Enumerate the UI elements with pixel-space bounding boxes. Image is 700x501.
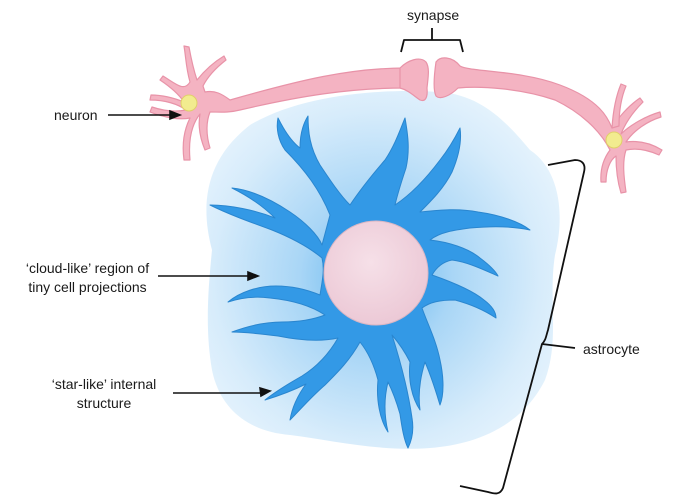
astrocyte-label: astrocyte: [583, 341, 640, 357]
star-arrowhead: [259, 386, 273, 398]
right-neuron-nucleus: [605, 131, 623, 149]
cloud-label-line2: tiny cell projections: [28, 279, 147, 295]
left-neuron-nucleus: [180, 94, 198, 112]
cloud-label: ‘cloud-like’ region of tiny cell project…: [10, 259, 165, 297]
synapse-label: synapse: [407, 7, 460, 23]
synapse-bracket: [400, 28, 464, 53]
cloud-label-line1: ‘cloud-like’ region of: [25, 260, 150, 276]
cloud-arrowhead: [247, 270, 261, 282]
postsynaptic-terminal: [433, 57, 663, 194]
star-label: ‘star-like’ internal structure: [40, 375, 168, 413]
star-label-line2: structure: [76, 395, 132, 411]
astrocyte-nucleus: [323, 220, 429, 326]
right-neuron-dendrite: [611, 83, 627, 129]
neuron-label: neuron: [54, 107, 98, 123]
presynaptic-terminal: [399, 58, 429, 102]
star-label-line1: ‘star-like’ internal: [51, 376, 157, 392]
arrows: [108, 109, 273, 398]
neuron-arrowhead: [169, 109, 183, 121]
neuron-group: [149, 45, 663, 194]
astrocyte-bracket: [459, 159, 586, 495]
left-neuron-body: [149, 45, 406, 161]
